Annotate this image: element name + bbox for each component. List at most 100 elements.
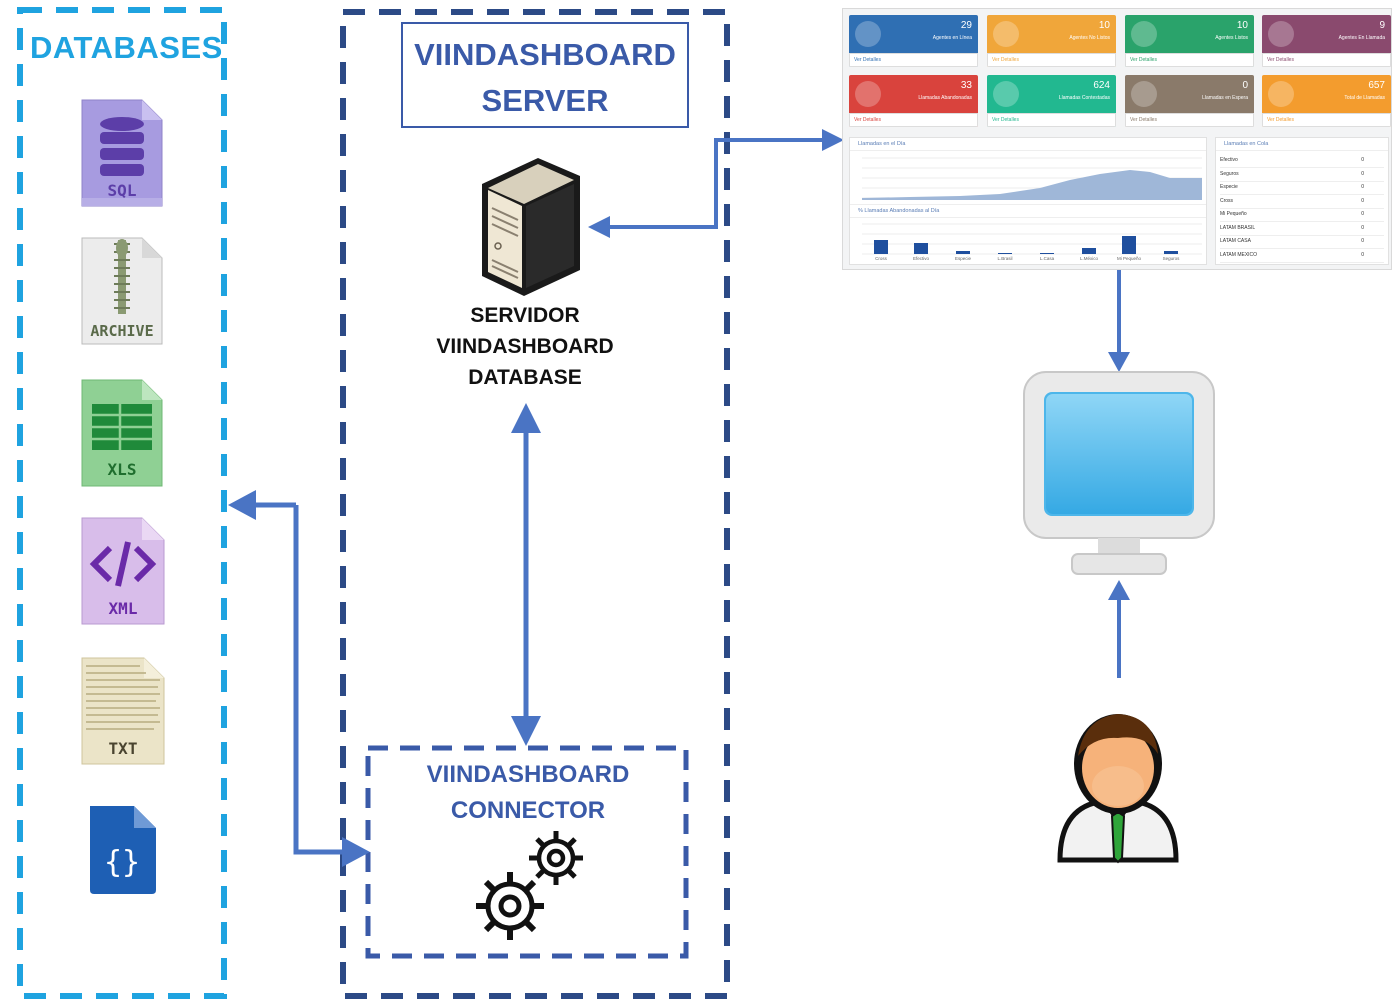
tile-value: 29	[960, 20, 972, 31]
queue-row: Mi Pequeño 0	[1220, 208, 1384, 222]
tile-footer-text: Ver Detalles	[854, 117, 881, 123]
queue-name: Efectivo	[1220, 157, 1238, 163]
queue-value: 0	[1361, 211, 1364, 217]
tile-value: 9	[1379, 20, 1385, 31]
bar-category-label: Efectivo	[912, 256, 930, 261]
tile-footer-text: Ver Detalles	[1267, 117, 1294, 123]
monitor-icon	[1023, 371, 1215, 575]
xml-file-icon: XML	[81, 517, 165, 625]
tile-icon	[993, 81, 1019, 107]
queue-value: 0	[1361, 251, 1364, 258]
tile-label: Llamadas Abandonadas	[918, 95, 972, 101]
queue-name: Mi Pequeño	[1220, 211, 1247, 217]
databases-container	[17, 7, 227, 999]
line-chart-panel: Llamadas en el Día % Llamadas Abandonada…	[849, 137, 1207, 265]
tile-label: Total de Llamadas	[1344, 95, 1385, 101]
tile-value: 0	[1242, 80, 1248, 91]
tile-footer-link[interactable]: Ver Detalles	[1125, 113, 1254, 127]
connector-title-line1: VIINDASHBOARD	[426, 761, 630, 788]
queue-name: LATAM MEXICO	[1220, 251, 1258, 258]
tile-value: 10	[1236, 20, 1248, 31]
tile-footer-link[interactable]: Ver Detalles	[849, 53, 978, 67]
server-db-label-line1: SERVIDOR	[470, 304, 580, 327]
arrowhead-up-server	[511, 403, 541, 433]
queue-name: Especie	[1220, 184, 1238, 190]
tile-footer-link[interactable]: Ver Detalles	[987, 113, 1116, 127]
arrowhead-user-to-monitor	[1108, 580, 1130, 600]
bar-category-label: L.Casa	[1039, 256, 1055, 261]
tile-label: Agentes Listos	[1215, 35, 1248, 41]
queue-name: LATAM CASA	[1220, 238, 1251, 244]
tile-label: Agentes No Listos	[1069, 35, 1110, 41]
sql-file-label: SQL	[108, 181, 137, 200]
server-database-label: SERVIDOR VIINDASHBOARD DATABASE	[405, 300, 645, 393]
tile-footer-link[interactable]: Ver Detalles	[1262, 113, 1391, 127]
server-title-box: VIINDASHBOARD SERVER	[401, 22, 689, 128]
xls-file-icon: XLS	[81, 379, 163, 487]
queue-value: 0	[1361, 238, 1364, 244]
server-title-line1: VIINDASHBOARD	[414, 37, 676, 72]
bar-category-label: L.México	[1079, 256, 1099, 261]
server-dashboard-arrow	[606, 138, 826, 229]
bar-category-label: Especie	[954, 256, 972, 261]
queue-row: Especie 0	[1220, 181, 1384, 195]
queue-name: LATAM BRASIL	[1220, 224, 1256, 231]
arrowhead-to-server	[588, 216, 610, 238]
queue-value: 0	[1361, 157, 1364, 163]
server-db-label-line2: VIINDASHBOARD	[436, 335, 614, 358]
gears-icon	[476, 831, 583, 940]
tile-footer-link[interactable]: Ver Detalles	[1262, 53, 1391, 67]
queue-row: Efectivo 0	[1220, 154, 1384, 168]
tile-footer-text: Ver Detalles	[992, 57, 1019, 63]
queue-row: LATAM BRASIL 0	[1220, 222, 1384, 236]
svg-text:{}: {}	[104, 845, 140, 880]
tile-footer-text: Ver Detalles	[1267, 57, 1294, 63]
txt-file-icon: TXT	[81, 657, 165, 765]
tile-label: Agentes en Línea	[932, 35, 972, 41]
queue-row: LATAM CASA 0	[1220, 235, 1384, 249]
connector-title: VIINDASHBOARD CONNECTOR	[370, 757, 686, 829]
xls-file-label: XLS	[108, 460, 137, 479]
tile-value: 33	[960, 80, 972, 91]
tile-label: Agentes En Llamada	[1338, 35, 1385, 41]
tile-footer-link[interactable]: Ver Detalles	[1125, 53, 1254, 67]
bar-category-label: Cross	[875, 256, 887, 261]
tile-icon	[993, 21, 1019, 47]
tile-footer-link[interactable]: Ver Detalles	[849, 113, 978, 127]
tile-footer-text: Ver Detalles	[1130, 57, 1157, 63]
tile-footer-text: Ver Detalles	[1130, 117, 1157, 123]
json-file-icon: {}	[90, 806, 156, 894]
archive-file-label: ARCHIVE	[90, 322, 153, 340]
bar-chart	[862, 223, 1202, 255]
queue-value: 0	[1361, 184, 1364, 190]
tile-icon	[855, 81, 881, 107]
queue-row: LATAM MEXICO 0	[1220, 249, 1384, 263]
tile-footer-text: Ver Detalles	[992, 117, 1019, 123]
tile-label: Llamadas en Espera	[1202, 95, 1248, 101]
tile-footer-link[interactable]: Ver Detalles	[987, 53, 1116, 67]
tile-icon	[855, 21, 881, 47]
server-tower-icon	[482, 158, 580, 296]
tile-footer-text: Ver Detalles	[854, 57, 881, 63]
queue-value: 0	[1361, 224, 1364, 231]
queue-value: 0	[1361, 197, 1364, 204]
tile-icon	[1268, 21, 1294, 47]
arrowhead-to-dashboard	[822, 129, 844, 151]
tile-icon	[1131, 21, 1157, 47]
bar-panel-title: % Llamadas Abandonadas al Día	[850, 204, 1206, 218]
bar-category-label: Mi Pequeño	[1116, 256, 1142, 261]
bar-category-label: L.Brasil	[997, 256, 1013, 261]
